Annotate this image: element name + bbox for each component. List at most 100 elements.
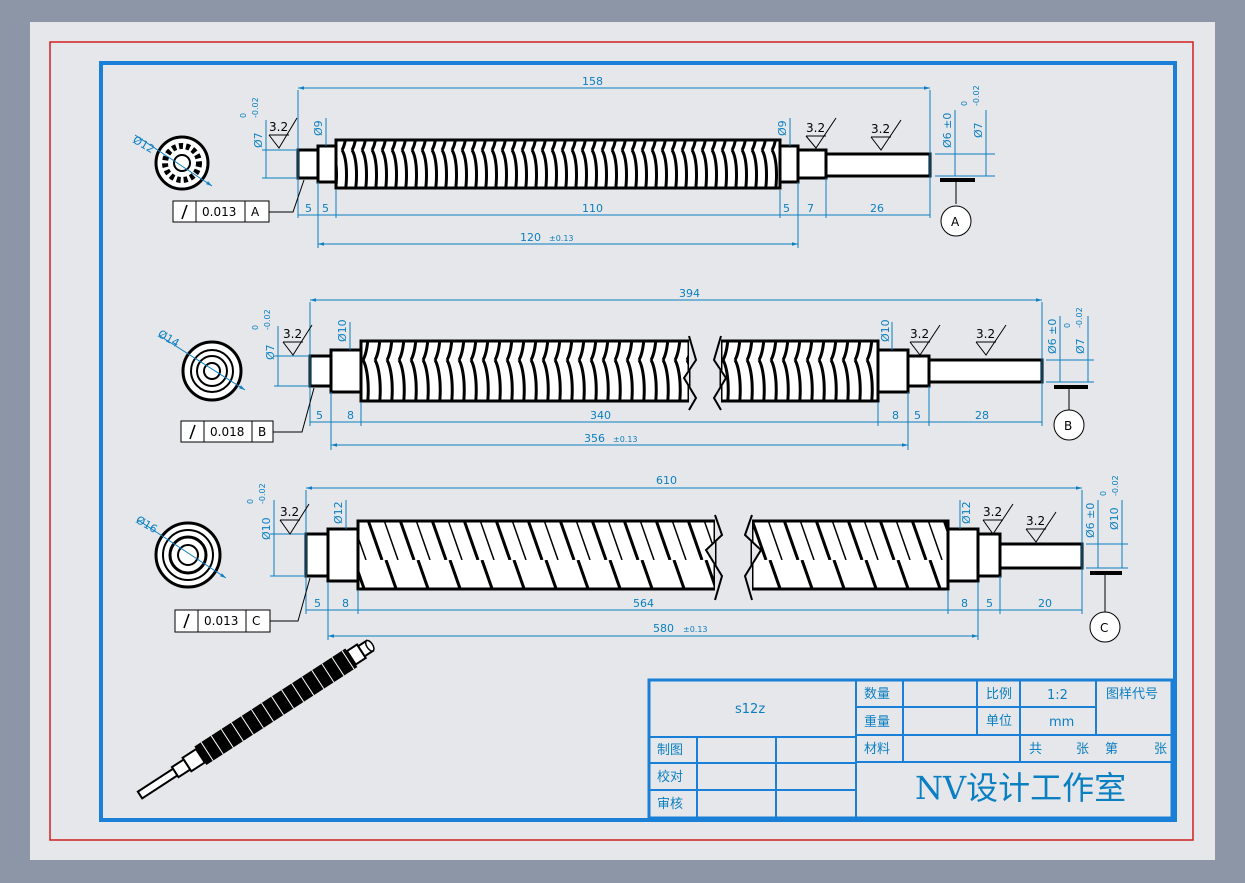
shaft-b-seg-3: 340 [590, 409, 611, 422]
shaft-c-roughness-mid [982, 503, 1014, 535]
shaft-a-sub-length: 120 [520, 231, 541, 244]
shaft-a-left-journal-dia: Ø7 [252, 132, 265, 148]
shaft-a-roughness-mid-value: 3.2 [806, 121, 825, 135]
shaft-b-left-shoulder-dia: Ø10 [336, 319, 349, 342]
title-sheet-no-label: 第 [1105, 742, 1118, 757]
title-quantity-label: 数量 [864, 687, 890, 702]
shaft-b-roughness-left-value: 3.2 [283, 327, 302, 341]
shaft-b-right-journal-tol-lower: -0.02 [1075, 307, 1084, 328]
shaft-a-left-shoulder-dia: Ø9 [312, 120, 325, 136]
shaft-b-seg-2: 8 [347, 409, 354, 422]
title-scale-label: 比例 [986, 687, 1012, 702]
title-material-label: 材料 [864, 742, 890, 757]
shaft-c-runout-tol: 0.013 [204, 614, 238, 628]
shaft-a-seg-5: 7 [807, 202, 814, 215]
shaft-b-roughness-left [282, 324, 313, 356]
title-weight-label: 重量 [864, 714, 890, 730]
title-studio-name: NV设计工作室 [915, 769, 1126, 807]
shaft-c-left-shoulder-dia: Ø12 [332, 501, 345, 524]
shaft-c-roughness-right [1025, 511, 1057, 543]
shaft-c-seg-2: 8 [342, 597, 349, 610]
shaft-b-shoulder-left [329, 348, 363, 394]
shaft-c-runout-ref: C [252, 614, 260, 628]
shaft-a-section: Ø12 [131, 133, 213, 191]
shaft-a-runout-ref: A [251, 205, 260, 219]
shaft-c-section [137, 519, 227, 589]
title-part-name: s12z [735, 702, 765, 717]
shaft-b-journal-left [308, 354, 333, 388]
shaft-c-sub-length-tol: ±0.13 [683, 625, 708, 634]
shaft-a-right-shoulder-dia: Ø9 [776, 120, 789, 136]
shaft-c-shoulder-right [946, 527, 980, 583]
title-approved-label: 审核 [657, 797, 683, 812]
shaft-c-end [998, 542, 1084, 570]
shaft-b-left-journal-tol-lower: -0.02 [263, 309, 272, 330]
shaft-a-datum-label: A [951, 215, 960, 229]
shaft-c-seg-6: 20 [1038, 597, 1052, 610]
shaft-b-runout-ref: B [258, 425, 266, 439]
shaft-b-right-shoulder-dia: Ø10 [879, 319, 892, 342]
shaft-c-thread-left [356, 519, 717, 591]
shaft-c-overall-length: 610 [656, 474, 677, 487]
shaft-c-break [704, 514, 763, 601]
shaft-b-view: Ø14 B 394 5 8 340 8 5 28 356 ±0.13 [156, 287, 1094, 450]
shaft-b-right-journal-dia: Ø7 [1074, 338, 1087, 354]
shaft-b-seg-5: 5 [914, 409, 921, 422]
shaft-a-roughness-left-value: 3.2 [269, 120, 288, 134]
shaft-a-view: Ø12 A 158 5 5 110 5 7 26 120 ±0.13 [131, 75, 995, 248]
shaft-a-seg-2: 5 [322, 202, 329, 215]
shaft-a-seg-6: 26 [870, 202, 884, 215]
shaft-b-right-end-dia: Ø6 ±0 [1046, 319, 1059, 354]
shaft-a-journal-right [796, 148, 828, 180]
shaft-c-seg-4: 8 [961, 597, 968, 610]
outer-border [49, 41, 1194, 841]
shaft-b-journal-right [906, 354, 931, 388]
shaft-b-sub-length-tol: ±0.13 [613, 435, 638, 444]
shaft-a-right-end-dia: Ø6 ±0 [941, 113, 954, 148]
shaft-b-right-journal-tol-upper: 0 [1063, 323, 1072, 328]
shaft-a-thread [334, 138, 782, 190]
shaft-c-right-end-dia: Ø6 ±0 [1084, 503, 1097, 538]
shaft-a-runout-tol: 0.013 [202, 205, 236, 219]
shaft-a-right-journal-tol-upper: 0 [960, 101, 969, 106]
shaft-b-break [682, 335, 728, 411]
shaft-c-right-journal-tol-lower: -0.02 [1111, 475, 1120, 496]
shaft-a-journal-left [296, 148, 320, 180]
shaft-b-left-journal-dia: Ø7 [264, 344, 277, 360]
shaft-b-overall-length: 394 [679, 287, 700, 300]
shaft-a-shoulder-left [316, 144, 338, 184]
shaft-c-journal-right [976, 532, 1002, 578]
shaft-a-left-journal-tol-upper: 0 [239, 113, 248, 118]
shaft-c-roughness-left [279, 503, 310, 535]
shaft-c-seg-3: 564 [633, 597, 654, 610]
shaft-b-thread-left [359, 339, 691, 403]
shaft-b-datum-label: B [1064, 419, 1072, 433]
title-sheet-total-label: 共 [1029, 742, 1042, 757]
shaft-c-left-journal-tol-lower: -0.02 [258, 483, 267, 504]
shaft-c-left-journal-tol-upper: 0 [246, 499, 255, 504]
shaft-b-thread-right [719, 339, 880, 403]
shaft-c-journal-left [304, 532, 330, 578]
shaft-b-sub-length: 356 [584, 432, 605, 445]
shaft-b-seg-6: 28 [975, 409, 989, 422]
shaft-c-roughness-mid-value: 3.2 [983, 505, 1002, 519]
shaft-c-seg-5: 5 [986, 597, 993, 610]
title-block [647, 678, 1174, 820]
shaft-a-left-journal-tol-lower: -0.02 [251, 97, 260, 118]
shaft-b-end [927, 358, 1044, 384]
shaft-c-seg-1: 5 [314, 597, 321, 610]
shaft-c-roughness-left-value: 3.2 [280, 505, 299, 519]
shaft-c-right-shoulder-dia: Ø12 [960, 501, 973, 524]
inner-frame [99, 61, 1177, 822]
shaft-a-shoulder-right [778, 144, 800, 184]
shaft-c-roughness-right-value: 3.2 [1026, 514, 1045, 528]
shaft-b-seg-1: 5 [316, 409, 323, 422]
title-drawing-no-label: 图样代号 [1106, 687, 1158, 702]
shaft-a-right-journal-tol-lower: -0.02 [972, 85, 981, 106]
shaft-a-end [824, 152, 932, 178]
shaft-c-runout-frame [174, 577, 311, 633]
title-unit-value: mm [1049, 715, 1074, 730]
shaft-b-seg-4: 8 [892, 409, 899, 422]
shaft-a-right-journal-dia: Ø7 [972, 122, 985, 138]
